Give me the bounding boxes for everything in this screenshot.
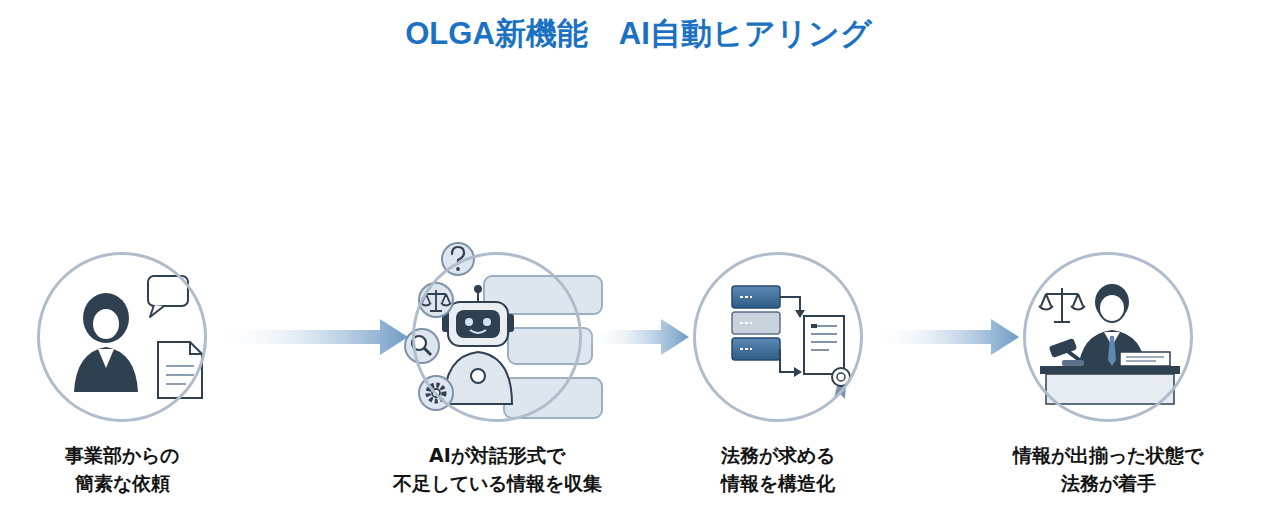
legal-illustration	[1039, 284, 1180, 404]
legal-illustration-part	[1062, 360, 1084, 366]
ai-robot-illustration-part	[432, 389, 440, 397]
diagram-title: OLGA新機能 AI自動ヒアリング	[0, 14, 1277, 54]
node-caption: AIが対話形式で 不足している情報を収集	[381, 441, 613, 497]
ai-robot-illustration-part	[424, 348, 431, 355]
legal-illustration-part	[1099, 294, 1125, 322]
requester-illustration-part	[148, 276, 188, 306]
requester-illustration-part	[190, 342, 202, 354]
structuring-illustration-part	[740, 297, 752, 349]
ai-robot-illustration-part	[456, 267, 460, 271]
ai-robot-illustration-part	[419, 283, 453, 317]
structuring-illustration-part	[837, 373, 845, 381]
structuring-illustration	[732, 286, 850, 399]
requester-illustration-part	[83, 293, 129, 343]
structuring-illustration-part	[794, 367, 802, 377]
requester-illustration	[74, 276, 202, 398]
ai-robot-illustration-part	[465, 318, 473, 326]
ai-robot-illustration-part	[442, 243, 474, 275]
ai-robot-illustration-part	[456, 310, 500, 338]
caption-group: 事業部からの 簡素な依頼	[47, 441, 197, 497]
process-circle: AIが対話形式で 不足している情報を収集	[412, 252, 582, 422]
structuring-illustration-part	[780, 349, 796, 372]
structuring-illustration-part	[732, 338, 780, 360]
structuring-illustration-part	[811, 324, 817, 328]
ai-robot-illustration-part	[405, 329, 439, 363]
caption-group: AIが対話形式で 不足している情報を収集	[381, 441, 613, 497]
structuring-illustration-part	[804, 316, 844, 374]
ai-robot-illustration-part	[452, 247, 464, 264]
caption-group: 法務が求める 情報を構造化	[703, 441, 853, 497]
requester-illustration-part	[74, 347, 138, 392]
flow-arrow	[586, 319, 689, 355]
node-caption: 法務が求める 情報を構造化	[703, 441, 853, 497]
legal-illustration-part	[1046, 374, 1174, 404]
node-caption: 情報が出揃った状態で 法務が着手	[1002, 441, 1214, 497]
requester-illustration-part	[98, 349, 114, 368]
legal-illustration-part	[1126, 357, 1164, 361]
ai-robot-illustration-part	[471, 369, 485, 383]
ai-robot-illustration-part	[428, 385, 444, 401]
legal-illustration-part	[1108, 336, 1116, 366]
flow-arrow	[867, 319, 1019, 355]
requester-illustration-part	[150, 305, 164, 317]
process-circle: 情報が出揃った状態で 法務が着手	[1023, 252, 1193, 422]
structuring-illustration-part	[832, 368, 850, 386]
ai-robot-illustration-part	[448, 302, 508, 346]
ai-robot-illustration-part	[470, 330, 486, 333]
structuring-illustration-part	[811, 326, 837, 350]
process-circle: 法務が求める 情報を構造化	[693, 252, 863, 422]
ai-robot-illustration-part	[504, 378, 602, 418]
requester-illustration-part	[166, 366, 194, 384]
legal-illustration-part	[1040, 366, 1180, 374]
requester-illustration-part	[92, 308, 120, 340]
structuring-illustration-part	[732, 312, 780, 334]
ai-robot-illustration-part	[483, 318, 491, 326]
ai-robot-illustration-part	[419, 376, 453, 410]
ai-robot-illustration-part	[474, 285, 482, 293]
structuring-illustration-part	[732, 286, 780, 308]
legal-illustration-part	[1120, 352, 1170, 366]
structuring-illustration-part	[780, 297, 800, 312]
caption-group: 情報が出揃った状態で 法務が着手	[1002, 441, 1214, 497]
requester-illustration-part	[158, 342, 202, 398]
ai-robot-illustration	[405, 243, 602, 418]
ai-robot-illustration-part	[421, 290, 451, 311]
process-circle: 事業部からの 簡素な依頼	[37, 252, 207, 422]
node-caption: 事業部からの 簡素な依頼	[47, 441, 197, 497]
flow-arrow	[211, 319, 408, 355]
legal-illustration-part	[1039, 288, 1085, 322]
ai-robot-illustration-part	[444, 352, 512, 404]
